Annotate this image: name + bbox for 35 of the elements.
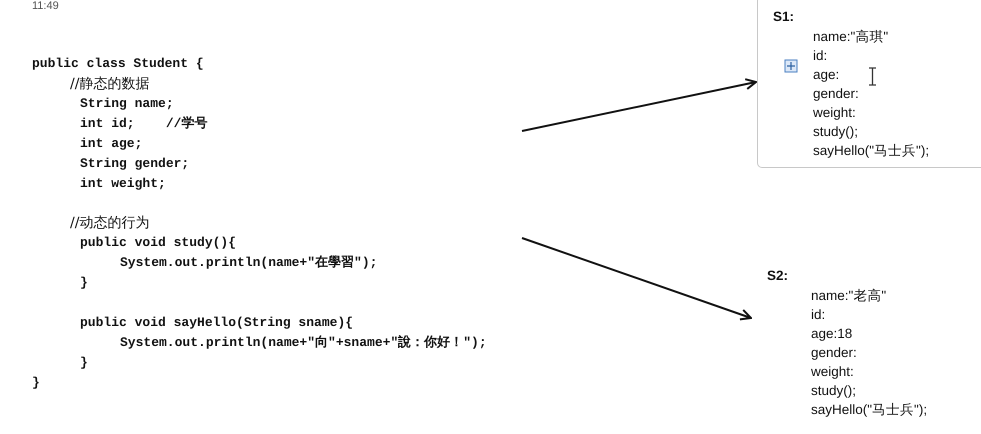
field-line: gender: [811, 345, 857, 361]
code-line: String name; [80, 96, 174, 112]
code-line: System.out.println(name+″在學習″); [120, 255, 378, 271]
code-line: int id; //学号 [80, 116, 208, 132]
arrow [522, 78, 757, 132]
arrow [522, 237, 752, 320]
code-line: int weight; [80, 176, 166, 192]
field-line: sayHello("马士兵"); [813, 143, 930, 159]
field-line: study(); [813, 124, 858, 140]
field-line: name:"高琪" [813, 29, 888, 45]
object-heading: S2: [767, 268, 788, 284]
code-line: } [80, 355, 88, 371]
timestamp: 11:49 [32, 0, 59, 12]
field-line: sayHello("马士兵"); [811, 402, 928, 418]
field-line: age: [813, 67, 840, 83]
object-heading: S1: [773, 9, 794, 25]
code-comment: //动态的行为 [70, 215, 150, 231]
field-line: study(); [811, 383, 856, 399]
code-line: public void sayHello(String sname){ [80, 315, 354, 331]
field-line: weight: [811, 364, 854, 380]
code-line: System.out.println(name+″向″+sname+″說：你好！″); [120, 335, 487, 351]
field-line: id: [813, 48, 828, 64]
code-line: public class Student { [32, 56, 204, 72]
code-line: } [32, 375, 40, 391]
field-line: gender: [813, 86, 859, 102]
field-line: age:18 [811, 326, 852, 342]
code-line: String gender; [80, 156, 190, 172]
code-line: public void study(){ [80, 235, 236, 251]
code-comment: //静态的数据 [70, 76, 150, 92]
field-line: id: [811, 307, 826, 323]
field-line: name:"老高" [811, 288, 886, 304]
object-card [757, 0, 981, 168]
code-line: int age; [80, 136, 142, 152]
code-line: } [80, 275, 88, 291]
field-line: weight: [813, 105, 856, 121]
